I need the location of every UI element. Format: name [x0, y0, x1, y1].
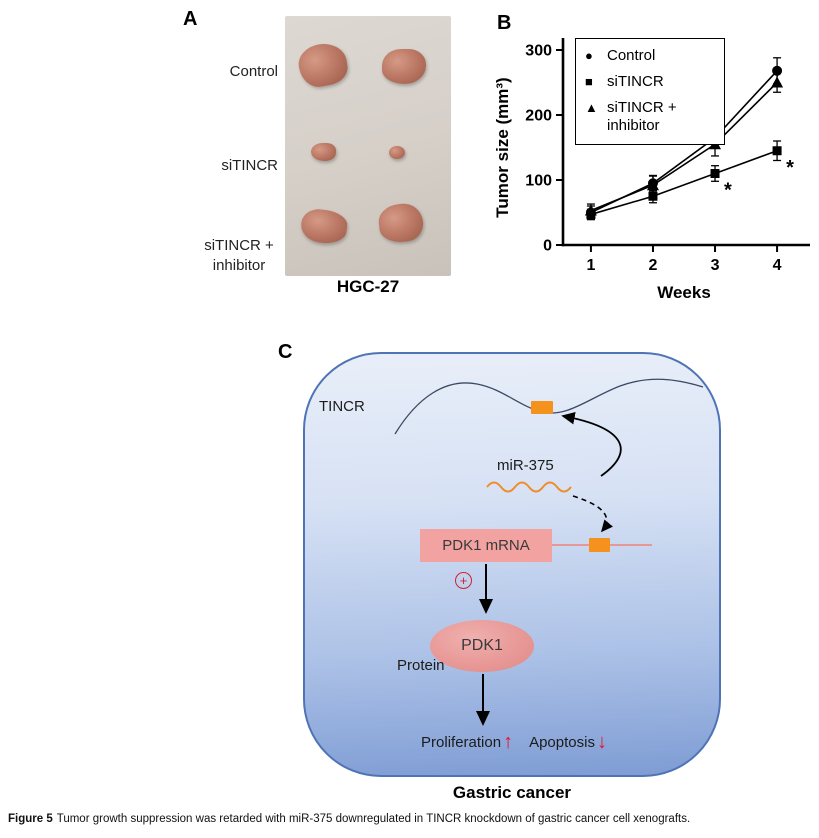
proliferation-up-arrow-icon: ↑: [503, 731, 514, 753]
tumor-sitincr-right: [389, 146, 405, 159]
svg-text:*: *: [786, 157, 794, 179]
cell-line-caption: HGC-27: [336, 277, 400, 296]
svg-text:*: *: [724, 180, 732, 202]
tumor-control-right: [382, 49, 426, 84]
mir375-label: miR-375: [497, 457, 554, 474]
tumor-inhibitor-left: [298, 206, 350, 247]
svg-text:2: 2: [649, 257, 658, 274]
mir375-to-mrna-dashed-arrow: [572, 495, 613, 533]
legend-item: ● Control: [585, 47, 715, 66]
panel-c-label: C: [278, 341, 293, 363]
mrna-binding-site-box: [589, 538, 610, 552]
svg-text:Tumor size (mm³): Tumor size (mm³): [493, 77, 512, 217]
tincr-label: TINCR: [319, 398, 365, 415]
triangle-marker-icon: ▲: [585, 99, 598, 115]
legend-item: ■ siTINCR: [585, 73, 715, 92]
tumor-inhibitor-right: [377, 201, 425, 245]
legend-item: ▲ siTINCR + inhibitor: [585, 99, 715, 137]
photo-row-label-sitincr: siTINCR: [221, 157, 278, 174]
diagram-connectors: [394, 378, 704, 726]
tincr-binding-site-box: [531, 401, 553, 414]
legend-label: siTINCR + inhibitor: [607, 98, 677, 135]
apoptosis-label: Apoptosis: [529, 733, 595, 751]
svg-text:200: 200: [525, 108, 552, 125]
figure-caption-label: Figure 5: [8, 813, 53, 825]
pdk1-protein-shape: PDK1: [430, 620, 534, 672]
xenograft-photo: [285, 16, 451, 276]
photo-row-label-control: Control: [229, 63, 278, 80]
legend-label: Control: [607, 47, 656, 64]
chart-legend: ● Control ■ siTINCR ▲ siTINCR + inhibitor: [575, 38, 725, 145]
effects-row: Proliferation ↑ Apoptosis ↓: [345, 732, 683, 752]
svg-text:0: 0: [543, 238, 552, 255]
circle-marker-icon: ●: [585, 48, 593, 63]
positive-regulation-icon: +: [455, 572, 472, 589]
apoptosis-down-arrow-icon: ↓: [596, 731, 607, 753]
panel-a-label: A: [183, 8, 198, 30]
photo-row-label-inhibitor: siTINCR + inhibitor: [204, 237, 274, 275]
pdk1-mrna-box: PDK1 mRNA: [420, 529, 552, 562]
svg-text:4: 4: [773, 257, 782, 274]
svg-text:300: 300: [525, 43, 552, 60]
tumor-control-left: [295, 40, 351, 90]
svg-text:3: 3: [711, 257, 720, 274]
cancer-cell-diagram: TINCR miR-375 PDK1 mRNA + PDK1 Protein P…: [303, 352, 721, 777]
panel-b-label: B: [497, 12, 512, 34]
svg-text:1: 1: [586, 257, 595, 274]
diagram-caption: Gastric cancer: [452, 783, 572, 802]
svg-text:100: 100: [525, 173, 552, 190]
svg-text:Weeks: Weeks: [657, 283, 711, 302]
figure-caption-text: Tumor growth suppression was retarded wi…: [56, 813, 691, 825]
legend-label: siTINCR: [607, 72, 664, 90]
proliferation-label: Proliferation: [421, 733, 502, 751]
tincr-rna-line: [394, 378, 704, 435]
mir375-squiggle: [486, 481, 572, 493]
mir375-to-tincr-arrow: [561, 411, 622, 477]
tumor-sitincr-left: [311, 143, 336, 161]
square-marker-icon: ■: [585, 73, 593, 89]
protein-label: Protein: [397, 657, 445, 674]
